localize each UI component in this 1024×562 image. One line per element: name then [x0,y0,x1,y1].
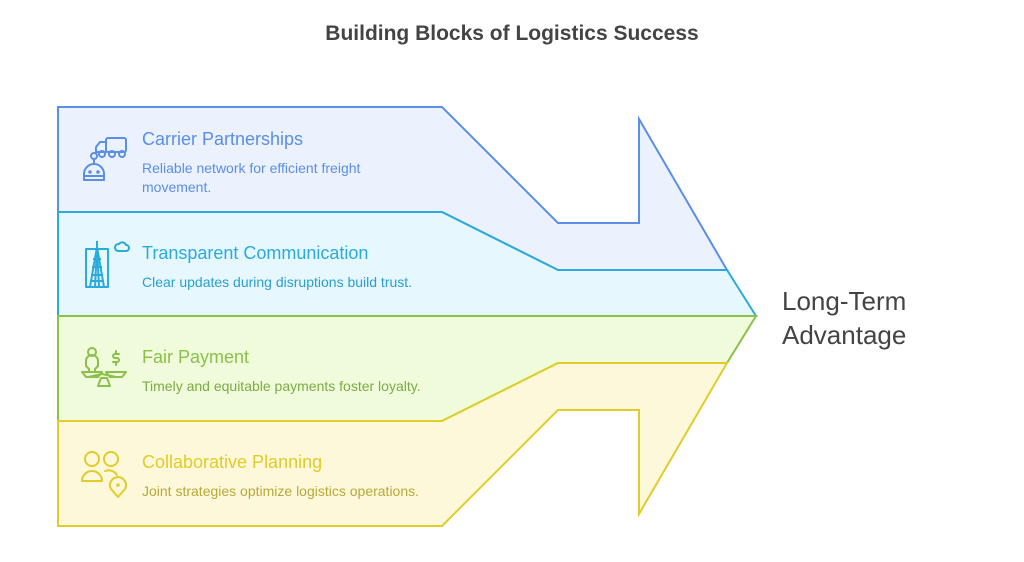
block-carrier-partnerships: Carrier Partnerships Reliable network fo… [142,128,392,197]
diagram-title: Building Blocks of Logistics Success [325,22,699,45]
outcome-label: Long-Term Advantage [782,284,906,352]
block-description: Clear updates during disruptions build t… [142,274,413,290]
robot-truck-icon [83,137,127,181]
outcome-line-1: Long-Term [782,286,907,316]
block-description: Reliable network for efficient freight m… [142,160,361,195]
collaborative-planning-segment [57,362,729,527]
block-transparent-communication: Transparent Communication Clear updates … [142,242,442,292]
block-title: Carrier Partnerships [142,129,304,149]
block-description: Joint strategies optimize logistics oper… [142,483,420,499]
tower-cloud-icon [85,241,130,288]
block-title: Collaborative Planning [142,452,323,472]
block-collaborative-planning: Collaborative Planning Joint strategies … [142,451,452,501]
block-title: Fair Payment [142,347,250,367]
block-description: Timely and equitable payments foster loy… [142,378,421,394]
outcome-line-2: Advantage [782,320,907,350]
block-fair-payment: Fair Payment Timely and equitable paymen… [142,346,442,396]
team-location-icon [81,451,127,498]
balance-scale-icon [81,347,127,387]
block-title: Transparent Communication [142,243,369,263]
